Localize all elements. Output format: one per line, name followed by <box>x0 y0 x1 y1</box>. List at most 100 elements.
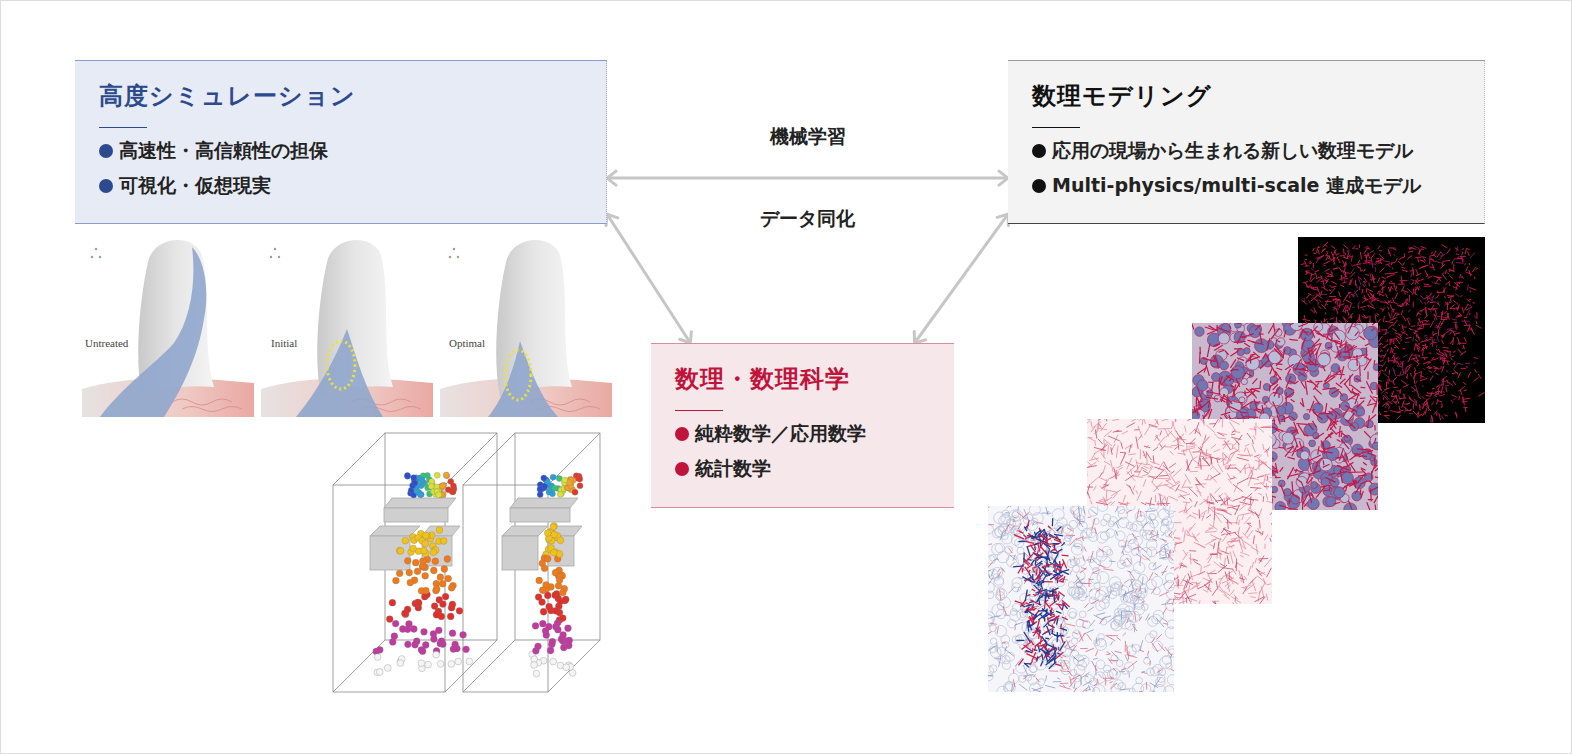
fiber <box>1317 299 1318 302</box>
particle <box>433 611 440 618</box>
fiber <box>1362 308 1364 310</box>
fiber <box>1474 362 1476 364</box>
particle <box>559 615 566 622</box>
fiber <box>1393 377 1397 382</box>
fiber <box>1384 411 1387 412</box>
fiber <box>1427 362 1430 365</box>
cell <box>1262 396 1268 402</box>
particle <box>550 549 557 556</box>
fiber <box>1350 272 1355 278</box>
fiber <box>1308 300 1310 304</box>
fiber <box>1372 264 1373 268</box>
particle <box>539 599 546 606</box>
particle <box>402 611 409 618</box>
fiber <box>1400 280 1408 281</box>
fiber <box>1444 311 1447 314</box>
particle <box>536 577 543 584</box>
fiber <box>1358 302 1360 306</box>
fiber <box>1364 281 1366 282</box>
fiber <box>1380 294 1385 296</box>
cell <box>1328 412 1336 420</box>
fiber <box>1381 370 1383 372</box>
fiber <box>1417 411 1419 418</box>
fiber <box>1396 314 1400 316</box>
fiber <box>1385 392 1388 393</box>
fiber <box>1310 274 1311 280</box>
fiber <box>1323 319 1327 322</box>
fiber <box>1435 310 1437 315</box>
particle <box>422 540 429 547</box>
fiber <box>1446 380 1448 383</box>
particle <box>454 645 461 652</box>
particle <box>425 661 432 668</box>
fiber <box>1396 397 1399 403</box>
fiber <box>1445 302 1452 305</box>
particle <box>577 483 583 489</box>
particle <box>441 566 448 573</box>
fiber <box>1431 358 1438 360</box>
particle <box>436 527 443 534</box>
fiber <box>1445 270 1446 274</box>
fiber <box>1387 388 1389 389</box>
particle <box>565 625 572 632</box>
fiber <box>1313 263 1314 268</box>
particle <box>397 660 404 667</box>
fiber <box>1430 255 1435 256</box>
fiber <box>1323 265 1326 267</box>
simulation-panel <box>440 237 612 417</box>
particle <box>435 627 442 634</box>
fiber <box>1463 345 1464 349</box>
fiber <box>1324 261 1330 264</box>
fiber <box>1390 347 1392 353</box>
fiber <box>1318 249 1319 254</box>
fiber <box>1442 333 1445 338</box>
particle <box>460 631 467 638</box>
particle <box>546 603 553 610</box>
fiber <box>1421 265 1428 267</box>
flow-plume <box>100 247 206 417</box>
fiber <box>1384 415 1390 416</box>
fiber <box>1247 416 1258 417</box>
fiber <box>1468 372 1471 378</box>
fiber <box>1304 315 1305 320</box>
fiber <box>1314 311 1315 314</box>
fiber <box>1391 341 1393 342</box>
particle <box>406 569 413 576</box>
fiber <box>1434 327 1440 329</box>
fiber <box>1395 333 1402 336</box>
fiber <box>1431 415 1433 422</box>
cell <box>1218 333 1229 344</box>
fiber <box>1455 323 1457 330</box>
fiber <box>1351 269 1354 274</box>
fiber <box>1411 271 1413 277</box>
fiber <box>1380 360 1384 362</box>
fiber <box>1338 259 1340 263</box>
fiber <box>1413 289 1414 295</box>
fiber <box>1447 249 1451 254</box>
fiber <box>1418 312 1420 314</box>
fiber <box>1424 315 1428 318</box>
fiber <box>1435 297 1438 299</box>
fiber <box>1395 286 1397 289</box>
fiber <box>1402 324 1403 331</box>
fiber <box>1380 261 1382 264</box>
fiber <box>1461 256 1464 262</box>
particle <box>552 607 559 614</box>
fiber <box>1412 337 1414 342</box>
fiber <box>1392 267 1393 270</box>
fiber <box>1388 324 1393 328</box>
fiber <box>1394 347 1396 349</box>
fiber <box>1335 250 1337 255</box>
particle <box>544 555 551 562</box>
particle <box>419 477 425 483</box>
fiber <box>1386 264 1390 265</box>
fiber <box>1333 249 1336 255</box>
particle <box>412 480 418 486</box>
cell <box>1372 442 1378 450</box>
fiber <box>1303 319 1311 320</box>
particle <box>549 638 556 645</box>
fiber <box>1366 288 1368 293</box>
fiber <box>1331 252 1333 256</box>
fiber <box>1439 413 1441 420</box>
particle <box>556 577 563 584</box>
